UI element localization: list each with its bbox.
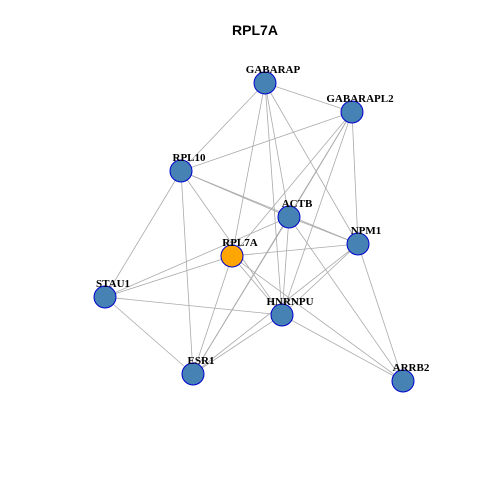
edge-gabarap-rpl10 (180, 82, 266, 172)
node-rpl7a[interactable] (220, 244, 244, 268)
edge-rpl7a-arrb2 (231, 255, 404, 382)
node-npm1[interactable] (346, 232, 370, 256)
node-esr1[interactable] (181, 362, 205, 386)
edge-rpl7a-npm1 (231, 243, 359, 257)
node-label-rpl7a: RPL7A (222, 237, 258, 249)
node-label-rpl10: RPL10 (173, 152, 207, 164)
edge-gabarapl2-npm1 (351, 111, 359, 245)
node-gabarapl2[interactable] (340, 100, 364, 124)
edge-gabarapl2-hnrnpu (281, 111, 353, 316)
edge-gabarap-hnrnpu (264, 82, 283, 316)
node-label-esr1: ESR1 (188, 355, 215, 367)
node-arrb2[interactable] (391, 369, 415, 393)
node-label-stau1: STAU1 (96, 278, 130, 290)
edge-hnrnpu-arrb2 (281, 314, 404, 382)
nodes-layer (93, 71, 415, 393)
edge-actb-arrb2 (288, 216, 404, 382)
edge-rpl10-stau1 (104, 170, 182, 298)
node-stau1[interactable] (93, 285, 117, 309)
edge-gabarapl2-rpl7a (231, 111, 353, 257)
edge-actb-esr1 (192, 216, 290, 375)
edge-actb-hnrnpu (281, 216, 290, 316)
edge-rpl7a-esr1 (192, 255, 233, 375)
node-label-gabarapl2: GABARAPL2 (326, 93, 394, 105)
node-rpl10[interactable] (169, 159, 193, 183)
edge-rpl10-esr1 (180, 170, 194, 375)
edge-hnrnpu-esr1 (192, 314, 283, 375)
node-label-hnrnpu: HNRNPU (266, 296, 313, 308)
node-hnrnpu[interactable] (270, 303, 294, 327)
node-label-npm1: NPM1 (351, 225, 382, 237)
edge-actb-stau1 (104, 216, 290, 298)
node-gabarap[interactable] (253, 71, 277, 95)
edge-stau1-esr1 (104, 296, 194, 375)
edge-rpl7a-hnrnpu (231, 255, 283, 316)
node-label-actb: ACTB (282, 198, 313, 210)
edge-gabarap-actb (264, 82, 290, 218)
node-actb[interactable] (277, 205, 301, 229)
edge-gabarap-rpl7a (231, 82, 266, 257)
edge-npm1-arrb2 (357, 243, 404, 382)
node-label-gabarap: GABARAP (246, 64, 301, 76)
edge-rpl7a-stau1 (104, 255, 233, 298)
edge-stau1-hnrnpu (104, 296, 283, 316)
edge-rpl10-hnrnpu (180, 170, 283, 316)
edge-gabarapl2-rpl10 (180, 111, 353, 172)
edge-npm1-hnrnpu (281, 243, 359, 316)
edge-gabarap-npm1 (264, 82, 359, 245)
edge-rpl10-npm1 (180, 170, 359, 245)
edges-layer (104, 82, 404, 382)
node-label-arrb2: ARRB2 (393, 362, 430, 374)
edge-actb-npm1 (288, 216, 359, 245)
plot-title: RPL7A (232, 22, 278, 38)
edge-gabarap-gabarapl2 (264, 82, 353, 113)
